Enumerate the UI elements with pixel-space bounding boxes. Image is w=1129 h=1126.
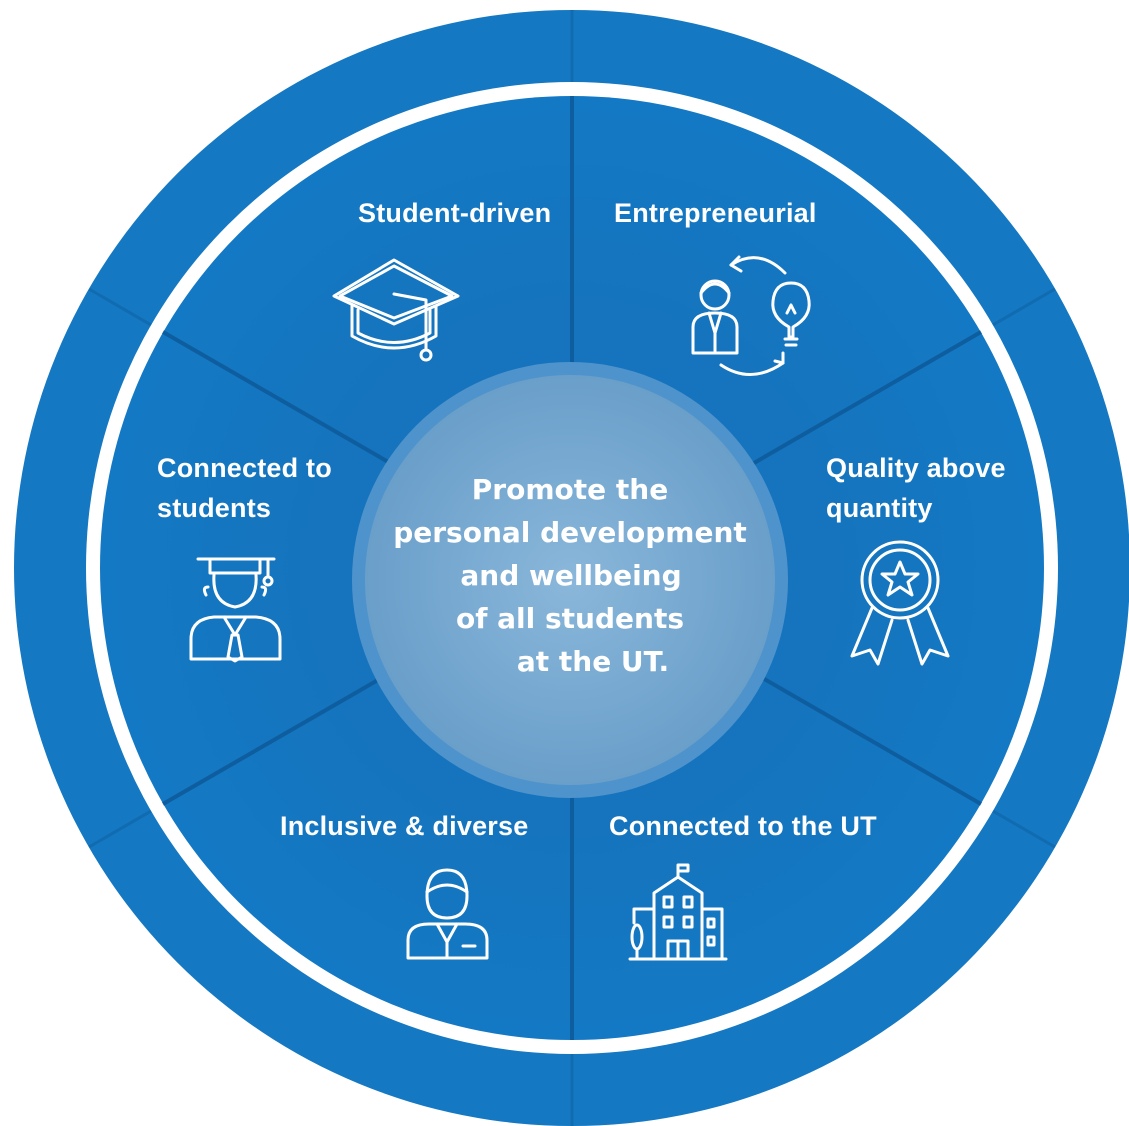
- center-line-4: of all students: [455, 602, 684, 635]
- segment-label-line: Quality above: [826, 453, 1006, 483]
- center-line-3: and wellbeing: [460, 559, 682, 592]
- segment-label-inclusive: Inclusive & diverse: [280, 806, 528, 846]
- segment-label-quality: Quality above quantity: [826, 448, 1006, 528]
- graduation-cap-icon: [332, 258, 460, 362]
- outer-ring-dividers: [88, 10, 1056, 1126]
- segment-label-line: Student-driven: [358, 198, 552, 228]
- university-building-icon: [628, 863, 728, 961]
- center-line-5: at the UT.: [516, 645, 670, 678]
- segment-label-line: Connected to: [157, 453, 332, 483]
- segment-label-entrepreneurial: Entrepreneurial: [614, 193, 817, 233]
- segment-label-line: Connected to the UT: [609, 811, 877, 841]
- center-mission-text: Promote the personal development and wel…: [380, 468, 760, 683]
- center-line-1: Promote the: [471, 473, 669, 506]
- center-line-2: personal development: [393, 516, 747, 549]
- segment-label-connected-ut: Connected to the UT: [609, 806, 877, 846]
- segment-label-line: quantity: [826, 493, 933, 523]
- person-lightbulb-cycle-icon: [691, 255, 811, 376]
- segment-label-line: Entrepreneurial: [614, 198, 817, 228]
- center-circle: [365, 375, 775, 785]
- segment-label-line: students: [157, 493, 272, 523]
- segment-label-line: Inclusive & diverse: [280, 811, 529, 841]
- segment-label-student-driven: Student-driven: [358, 193, 551, 233]
- graduate-student-icon: [189, 557, 282, 663]
- segment-label-connected-students: Connected to students: [157, 448, 332, 528]
- person-icon: [406, 868, 489, 960]
- award-ribbon-icon: [850, 540, 950, 666]
